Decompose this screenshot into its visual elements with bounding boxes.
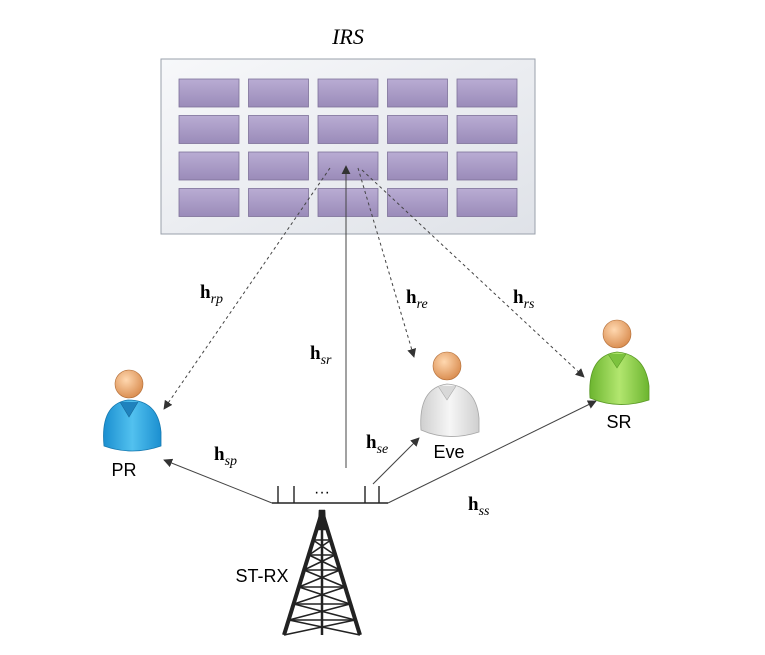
link-irs-eve (357, 167, 417, 358)
irs-element (387, 115, 448, 144)
link-st-sr (387, 400, 597, 504)
label-h-se: hse (366, 432, 388, 457)
link-st-pr (163, 458, 273, 504)
label-h-ss: hss (468, 494, 490, 519)
irs-element (456, 151, 518, 181)
irs-element (248, 78, 309, 108)
irs-panel (160, 58, 536, 235)
irs-element (317, 78, 379, 108)
eve-user-icon (420, 351, 480, 437)
label-h-re: hre (406, 287, 428, 312)
link-irs-sr (361, 169, 585, 378)
sr-user-icon (589, 319, 650, 405)
irs-element (178, 151, 240, 181)
label-h-sp: hsp (214, 444, 237, 469)
antenna-dots: ··· (314, 484, 330, 501)
st-rx-label: ST-RX (235, 566, 288, 586)
irs-element (248, 188, 309, 217)
irs-element (178, 115, 240, 144)
irs-element (387, 188, 448, 217)
pr-label: PR (111, 460, 136, 480)
channel-labels: hrp hre hrs hsr hsp hse hss (200, 282, 535, 519)
irs-element (317, 188, 379, 217)
link-irs-pr (163, 167, 331, 410)
st-rx-tower-icon (282, 509, 362, 636)
eve-label: Eve (433, 442, 464, 462)
irs-element (456, 188, 518, 217)
channel-links (163, 165, 597, 504)
label-h-sr: hsr (310, 343, 332, 368)
link-st-eve (372, 437, 420, 485)
irs-element (317, 151, 379, 181)
irs-title: IRS (331, 24, 364, 49)
label-h-rp: hrp (200, 282, 223, 307)
irs-element (248, 151, 309, 181)
irs-element (456, 78, 518, 108)
label-h-rs: hrs (513, 287, 535, 312)
irs-element-grid (178, 78, 518, 217)
sr-label: SR (606, 412, 631, 432)
antenna-array (272, 486, 388, 504)
pr-user-icon (103, 369, 162, 452)
irs-element (456, 115, 518, 144)
irs-element (178, 78, 240, 108)
irs-element (178, 188, 240, 217)
irs-element (248, 115, 309, 144)
irs-element (387, 78, 448, 108)
irs-element (387, 151, 448, 181)
irs-element (317, 115, 379, 144)
